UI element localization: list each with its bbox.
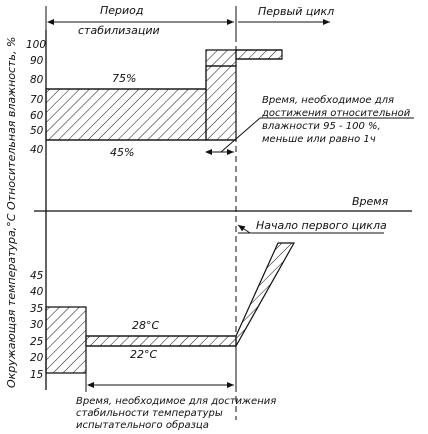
- temp-note-line2: стабильности температуры: [76, 407, 223, 419]
- temp-note-line3: испытательного образца: [76, 419, 209, 431]
- humidity-tick: 80: [30, 74, 44, 86]
- upper-label-bg: [106, 72, 140, 85]
- humidity-note-line2: достижения относительной: [261, 108, 411, 119]
- humidity-tick: 60: [30, 110, 44, 122]
- temperature-axis-title: Окружающая температура,°С: [5, 213, 18, 388]
- temperature-stabilization-block: [45, 306, 87, 374]
- temperature-upper-label: 28°С: [132, 319, 159, 332]
- humidity-upper-label: 75%: [112, 72, 136, 85]
- temperature-tick: 25: [30, 336, 44, 348]
- temperature-tick: 35: [30, 303, 44, 315]
- humidity-lower-label: 45%: [110, 146, 134, 159]
- humidity-axis-title: Относительная влажность, %: [5, 37, 18, 210]
- first-cycle-label: Первый цикл: [258, 5, 334, 18]
- temperature-tick: 20: [30, 352, 44, 364]
- first-cycle-start-label: Начало первого цикла: [256, 219, 387, 232]
- humidity-tick: 100: [26, 39, 46, 51]
- period-label-line1: Период: [100, 4, 144, 17]
- temp-upper-label-bg: [128, 319, 170, 332]
- humidity-tick: 90: [30, 55, 44, 67]
- temp-lower-label-bg: [126, 347, 168, 360]
- temperature-lower-label: 22°С: [130, 348, 157, 361]
- temperature-ramp-band: [235, 242, 296, 349]
- first-cycle-start-note: Начало первого цикла: [237, 219, 387, 234]
- humidity-note-leader: [220, 117, 261, 153]
- temperature-band: 28°С 22°С: [45, 242, 296, 374]
- temperature-tick: 15: [30, 369, 44, 381]
- humidity-time-note: Время, необходимое для достижения относи…: [205, 94, 414, 155]
- humidity-tick: 70: [30, 94, 44, 106]
- humidity-rise-wedge: [205, 65, 237, 141]
- header: Период стабилизации Первый цикл: [45, 4, 334, 37]
- humidity-note-line4: меньше или равно 1ч: [262, 134, 376, 145]
- humidity-band: 75% 45%: [45, 49, 283, 159]
- first-cycle-pointer: [237, 224, 251, 234]
- temperature-time-note: Время, необходимое для достижения стабил…: [76, 346, 276, 431]
- humidity-note-line1: Время, необходимое для: [262, 94, 394, 106]
- temperature-tick: 40: [30, 286, 44, 298]
- humidity-note-line3: влажности 95 - 100 %,: [262, 121, 381, 132]
- temperature-tick: 45: [30, 270, 44, 282]
- temperature-tick: 30: [30, 319, 44, 331]
- temperature-stabilization-band: [85, 335, 237, 347]
- temp-note-line1: Время, необходимое для достижения: [76, 395, 276, 407]
- humidity-tick: 40: [30, 144, 44, 156]
- time-axis-label: Время: [352, 195, 389, 208]
- period-label-line2: стабилизации: [78, 24, 160, 37]
- humidity-ticks: 100 90 80 70 60 50 40: [26, 39, 46, 156]
- humidity-cycle-band: [235, 49, 283, 60]
- humidity-tick: 50: [30, 125, 44, 137]
- temperature-ticks: 45 40 35 30 25 20 15: [30, 270, 44, 381]
